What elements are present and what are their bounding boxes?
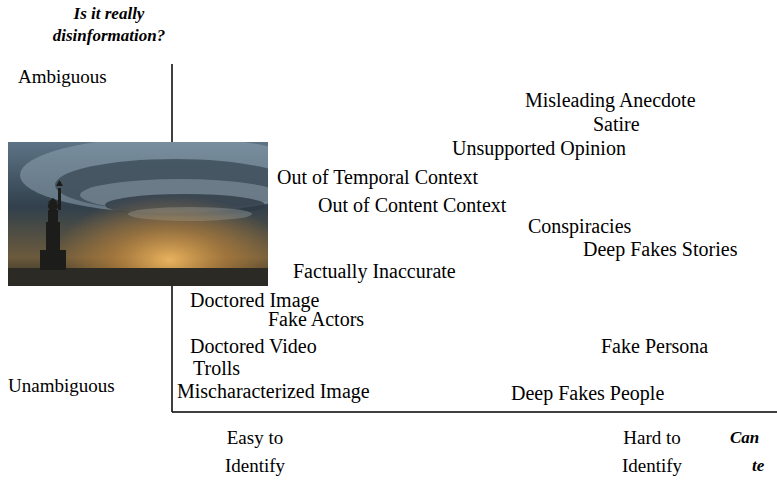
axis-end-label: Easy to Identify (200, 424, 310, 480)
category-label: Unsupported Opinion (452, 137, 626, 159)
category-label: Out of Temporal Context (277, 166, 478, 188)
axis-title: Can (730, 427, 759, 449)
category-label: Doctored Image (190, 289, 319, 311)
category-label: Mischaracterized Image (177, 380, 370, 402)
category-label: Factually Inaccurate (293, 260, 456, 282)
axis-title: te (752, 455, 764, 477)
category-label: Doctored Video (190, 335, 317, 357)
category-label: Fake Persona (601, 335, 708, 357)
axis-end-label: Hard to Identify (597, 424, 707, 480)
category-label: Deep Fakes People (511, 382, 664, 404)
axis-title: Is it really disinformation? (34, 3, 184, 47)
category-label: Deep Fakes Stories (583, 238, 737, 260)
category-label: Fake Actors (268, 308, 364, 330)
horizontal-axis (172, 411, 777, 413)
category-label: Conspiracies (528, 215, 631, 237)
category-label: Misleading Anecdote (525, 89, 696, 111)
category-label: Satire (593, 113, 640, 135)
axis-end-label: Ambiguous (18, 66, 107, 88)
storm-photo (8, 142, 268, 286)
axis-end-label: Unambiguous (8, 375, 115, 397)
category-label: Out of Content Context (318, 194, 506, 216)
category-label: Trolls (193, 357, 240, 379)
